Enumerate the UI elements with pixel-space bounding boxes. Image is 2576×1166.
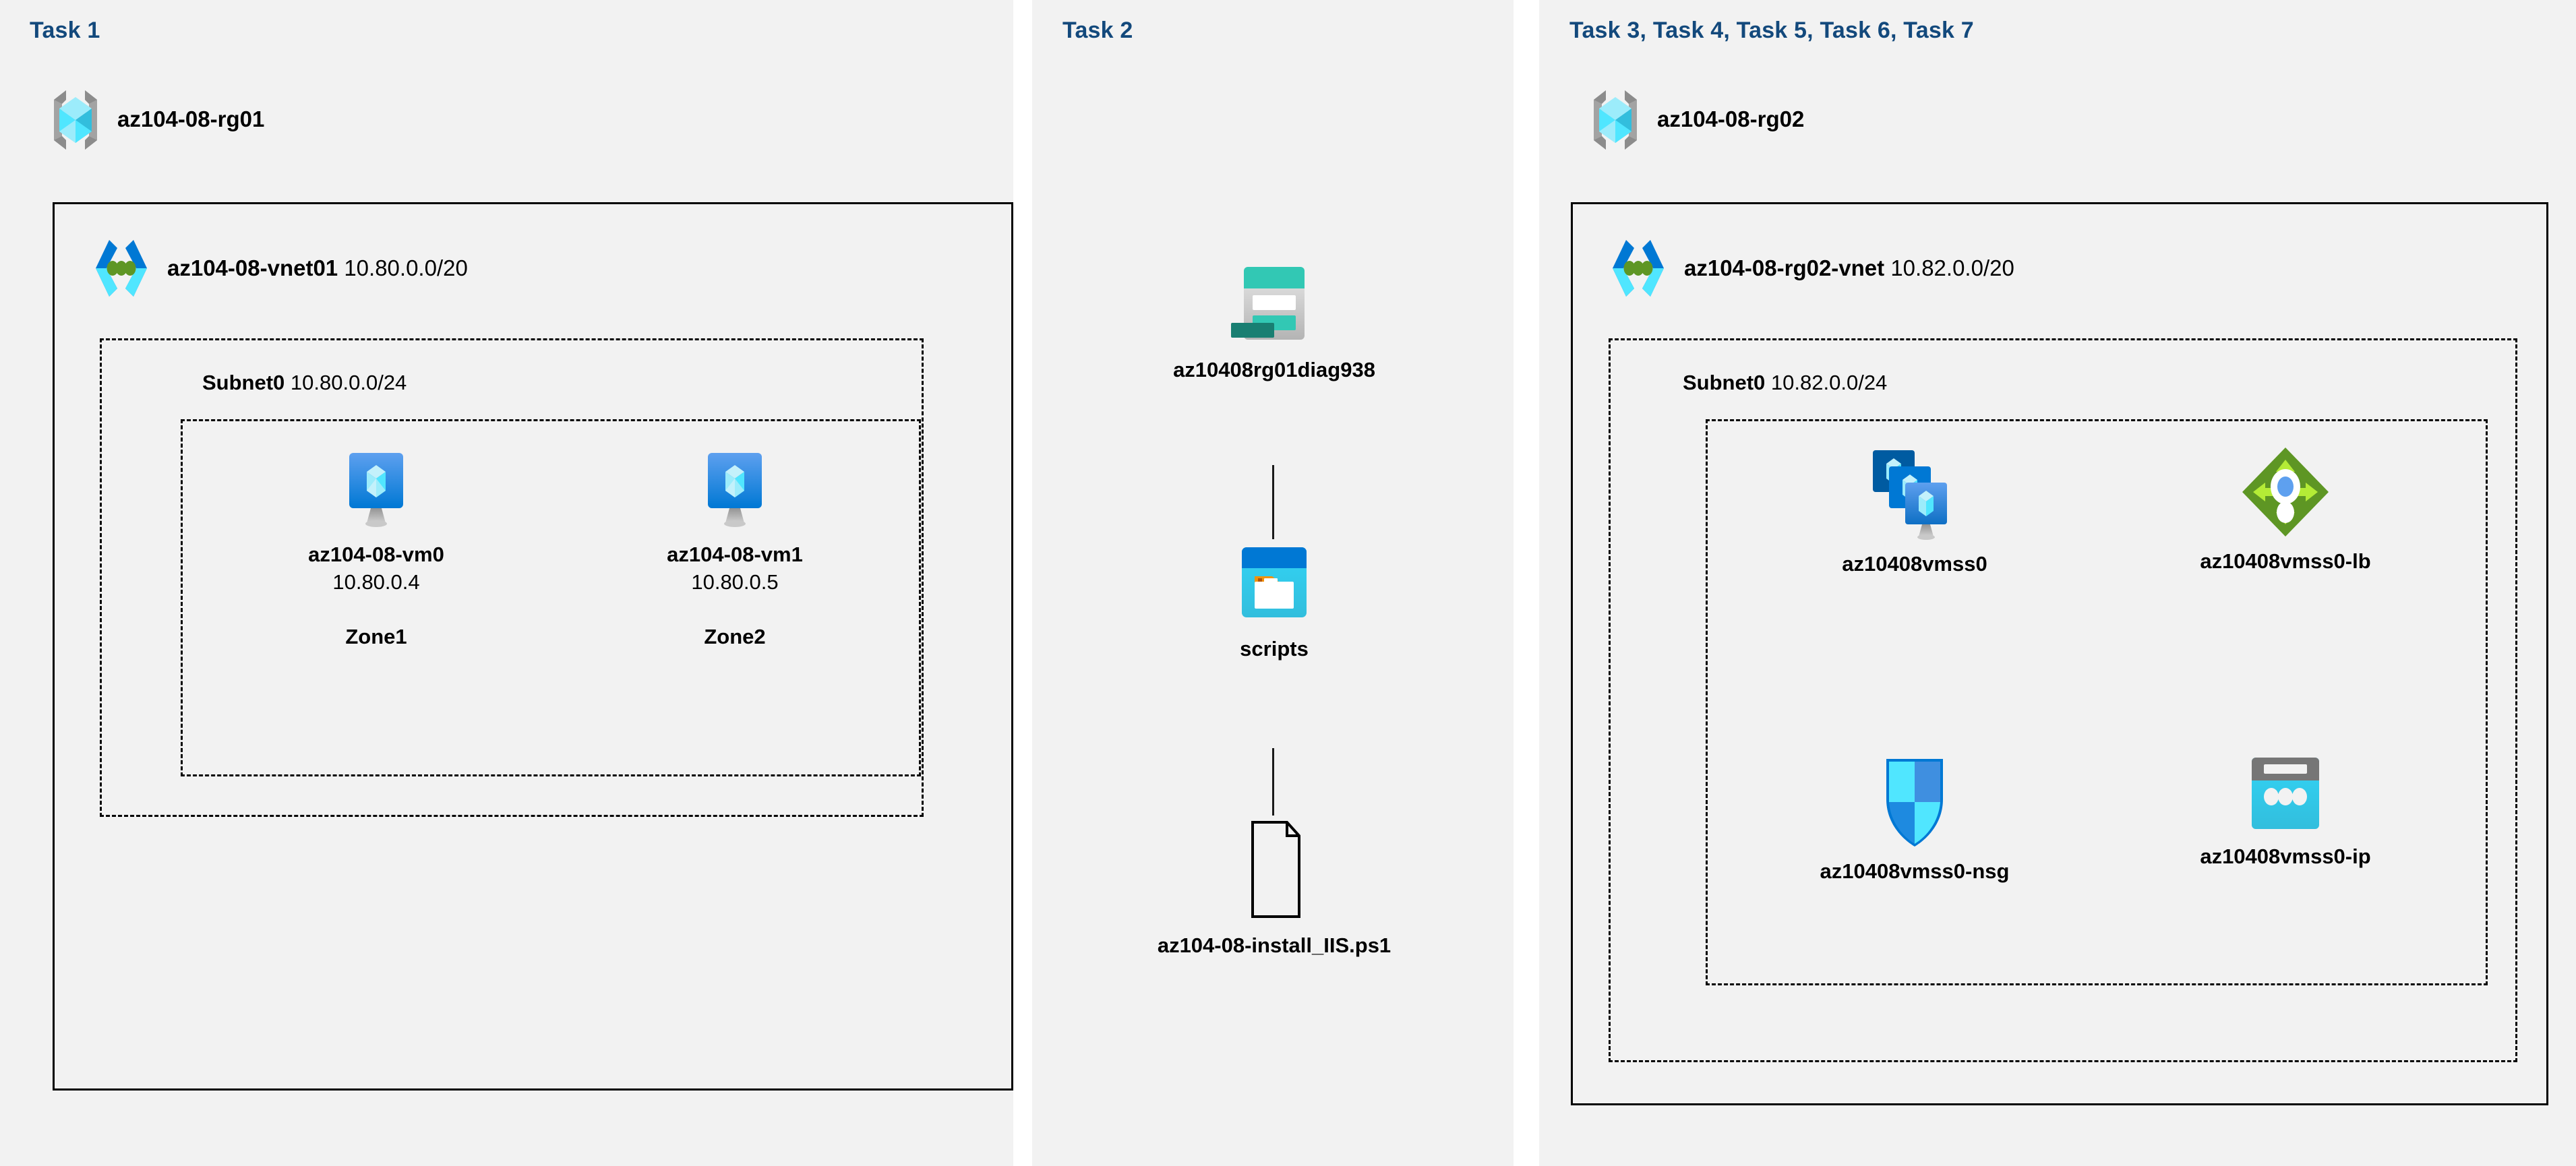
vnet-box-vnet01	[53, 202, 1013, 1091]
subnet-box-task1	[100, 338, 924, 817]
node-nsg: az10408vmss0-nsg	[1780, 755, 2049, 885]
network-security-group-icon	[1874, 755, 1955, 849]
connector-container-to-file	[1272, 748, 1274, 816]
subnet-box-task3	[1609, 338, 2517, 1062]
script-file-icon	[1237, 820, 1311, 919]
node-script-file: az104-08-install_IIS.ps1	[1158, 820, 1391, 959]
vnet-box-rg02vnet	[1571, 202, 2548, 1105]
task-label-3: Task 3, Task 4, Task 5, Task 6, Task 7	[1569, 18, 1974, 43]
script-file-name: az104-08-install_IIS.ps1	[1157, 933, 1391, 957]
connector-storage-to-container	[1272, 465, 1274, 539]
subnet-name-task1: Subnet0	[202, 371, 285, 394]
task-label-2: Task 2	[1062, 18, 1133, 43]
vnet-header-rg02vnet: az104-08-rg02-vnet 10.82.0.0/20	[1606, 237, 2014, 299]
subnet-cidr-task1: 10.80.0.0/24	[290, 371, 407, 394]
storage-band-dark	[1231, 323, 1274, 338]
resource-group-icon	[1586, 86, 1645, 152]
virtual-machine-icon	[697, 450, 773, 531]
subnet-caption-task1: Subnet0 10.80.0.0/24	[202, 371, 407, 395]
subnet-caption-task3: Subnet0 10.82.0.0/24	[1683, 371, 1887, 395]
virtual-network-icon	[1606, 237, 1671, 299]
nsg-name: az10408vmss0-nsg	[1820, 859, 2010, 883]
vm0-zone: Zone1	[345, 624, 407, 648]
load-balancer-icon	[2238, 445, 2333, 539]
public-ip-name: az10408vmss0-ip	[2200, 845, 2371, 868]
vnet-name-rg02vnet: az104-08-rg02-vnet	[1684, 255, 1885, 280]
subnet-name-task3: Subnet0	[1683, 371, 1766, 394]
vnet-header-vnet01: az104-08-vnet01 10.80.0.0/20	[89, 237, 468, 299]
node-vm0: az104-08-vm0 10.80.0.4 Zone1	[268, 450, 484, 649]
panel-task-3	[1539, 0, 2576, 1166]
vm-scale-set-icon	[1867, 446, 1962, 542]
storage-account-name: az10408rg01diag938	[1173, 358, 1375, 381]
vmss-name: az10408vmss0	[1842, 552, 1987, 576]
vm1-ip: 10.80.0.5	[691, 570, 779, 594]
public-ip-address-icon	[2243, 755, 2328, 834]
node-load-balancer: az10408vmss0-lb	[2151, 445, 2420, 575]
node-public-ip: az10408vmss0-ip	[2151, 755, 2420, 870]
resource-group-row-rg02: az104-08-rg02	[1586, 86, 1804, 152]
load-balancer-name: az10408vmss0-lb	[2200, 549, 2371, 573]
storage-account-icon	[1234, 263, 1314, 345]
resource-group-name-rg01: az104-08-rg01	[117, 106, 265, 131]
node-vmss: az10408vmss0	[1780, 446, 2049, 578]
panel-task-1	[0, 0, 1013, 1166]
vm-group-box-task1	[181, 419, 921, 776]
vnet-name-vnet01: az104-08-vnet01	[167, 255, 338, 280]
resource-group-row-rg01: az104-08-rg01	[46, 86, 264, 152]
resource-group-icon	[46, 86, 105, 152]
node-vm1: az104-08-vm1 10.80.0.5 Zone2	[627, 450, 843, 649]
vm1-zone: Zone2	[704, 624, 766, 648]
task-label-1: Task 1	[30, 18, 100, 43]
vm1-name: az104-08-vm1	[667, 543, 803, 566]
virtual-network-icon	[89, 237, 154, 299]
node-storage-account: az10408rg01diag938	[1173, 263, 1375, 383]
subnet-cidr-task3: 10.82.0.0/24	[1770, 371, 1888, 394]
vm0-name: az104-08-vm0	[308, 543, 444, 566]
resource-group-box-task3	[1706, 419, 2488, 985]
vnet-title-vnet01: az104-08-vnet01 10.80.0.0/20	[167, 255, 468, 281]
virtual-machine-icon	[338, 450, 414, 531]
blob-container-name: scripts	[1240, 637, 1309, 661]
resource-group-name-rg02: az104-08-rg02	[1657, 106, 1805, 131]
vm0-ip: 10.80.0.4	[332, 570, 420, 594]
vnet-title-rg02vnet: az104-08-rg02-vnet 10.82.0.0/20	[1684, 255, 2014, 281]
node-blob-container: scripts	[1173, 545, 1375, 663]
vnet-cidr-rg02vnet: 10.82.0.0/20	[1890, 255, 2014, 280]
vnet-cidr-vnet01: 10.80.0.0/20	[344, 255, 468, 280]
blob-container-icon	[1234, 545, 1315, 624]
